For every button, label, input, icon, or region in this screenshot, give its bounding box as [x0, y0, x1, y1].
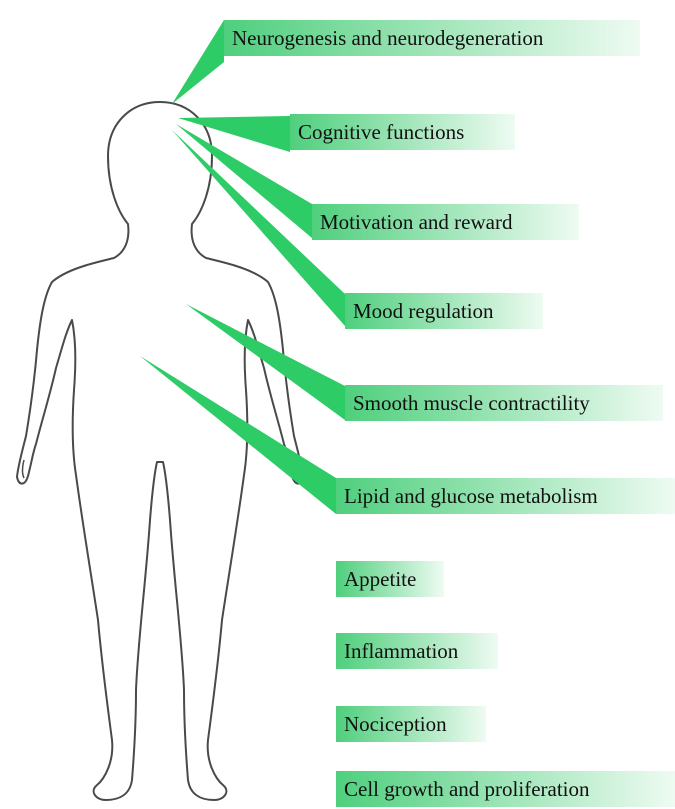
label-neurogenesis: Neurogenesis and neurodegeneration	[224, 20, 640, 56]
label-smooth-muscle-contractility: Smooth muscle contractility	[345, 385, 663, 421]
label-motivation-reward: Motivation and reward	[312, 204, 579, 240]
pointer-neurogenesis	[172, 20, 224, 104]
label-lipid-glucose-metabolism: Lipid and glucose metabolism	[336, 478, 675, 514]
label-cell-growth-proliferation: Cell growth and proliferation	[336, 771, 675, 807]
label-mood-regulation: Mood regulation	[345, 293, 543, 329]
label-cognitive-functions: Cognitive functions	[290, 114, 515, 150]
label-inflammation: Inflammation	[336, 633, 498, 669]
label-nociception: Nociception	[336, 706, 486, 742]
label-appetite: Appetite	[336, 561, 444, 597]
